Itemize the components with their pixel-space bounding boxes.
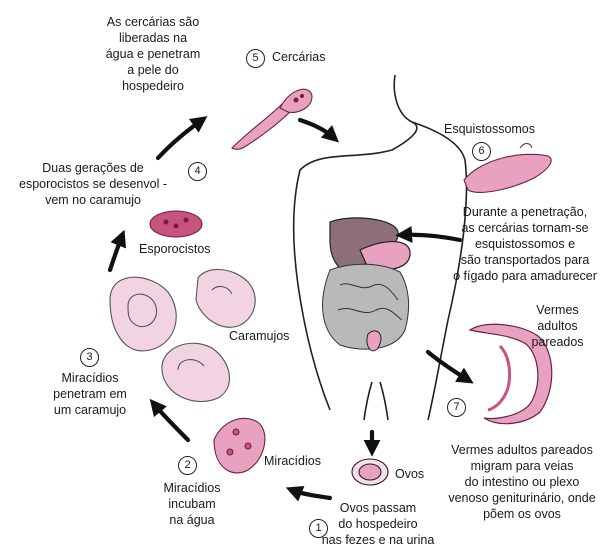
step-2-text: Miracídios incubam na água: [163, 481, 221, 527]
step-3-text: Miracídios penetram em um caramujo: [53, 371, 127, 417]
label-miracidios: Miracídios: [264, 454, 321, 468]
arrow-sporocyst-to-cercaria: [155, 116, 208, 161]
step-6-title: Esquistossomos: [444, 122, 536, 136]
arrow-snail-to-sporocyst: [107, 229, 127, 273]
schistosomulum-illustration: [463, 142, 552, 193]
step-5-text: As cercárias são liberadas na água e pen…: [105, 15, 201, 93]
cycle-arrows: [107, 116, 474, 502]
human-body-outline: [292, 74, 468, 421]
arrow-body-to-liver: [395, 226, 463, 243]
step-4-text: Duas gerações de esporocistos se desenvo…: [19, 161, 167, 207]
step-7-text: Vermes adultos pareados migram para veia…: [448, 443, 596, 521]
bladder-organ: [366, 330, 382, 352]
step-6-text: Durante a penetração, as cercárias torna…: [453, 205, 597, 283]
arrow-body-to-worms: [425, 349, 474, 384]
arrow-egg-to-miracidium: [285, 485, 333, 502]
step-7-title: Vermes adultos pareados: [531, 303, 584, 349]
step-number-7: 7: [447, 398, 466, 417]
step-number-1: 1: [309, 519, 328, 538]
step-1-text: Ovos passam do hospedeiro nas fezes e na…: [321, 501, 435, 547]
step-number-3: 3: [80, 348, 99, 367]
step-5-title: Cercárias: [272, 50, 326, 64]
intestines-organ: [322, 263, 410, 350]
egg-illustration: [351, 458, 389, 486]
label-ovos: Ovos: [395, 467, 425, 481]
cercaria-illustration: [231, 88, 313, 150]
sporocyst-illustration: [149, 210, 203, 238]
step-number-5: 5: [246, 49, 265, 68]
adult-worms-illustration: [468, 323, 553, 425]
label-esporocistos: Esporocistos: [139, 242, 211, 256]
arrow-miracidium-to-snail: [149, 398, 191, 443]
step-number-6: 6: [472, 142, 491, 161]
step-number-2: 2: [178, 456, 197, 475]
step-number-4: 4: [188, 162, 207, 181]
miracidium-illustration: [213, 417, 266, 474]
label-caramujos: Caramujos: [229, 329, 290, 343]
snail-illustrations: [109, 268, 256, 402]
arrow-to-body: [297, 117, 340, 143]
